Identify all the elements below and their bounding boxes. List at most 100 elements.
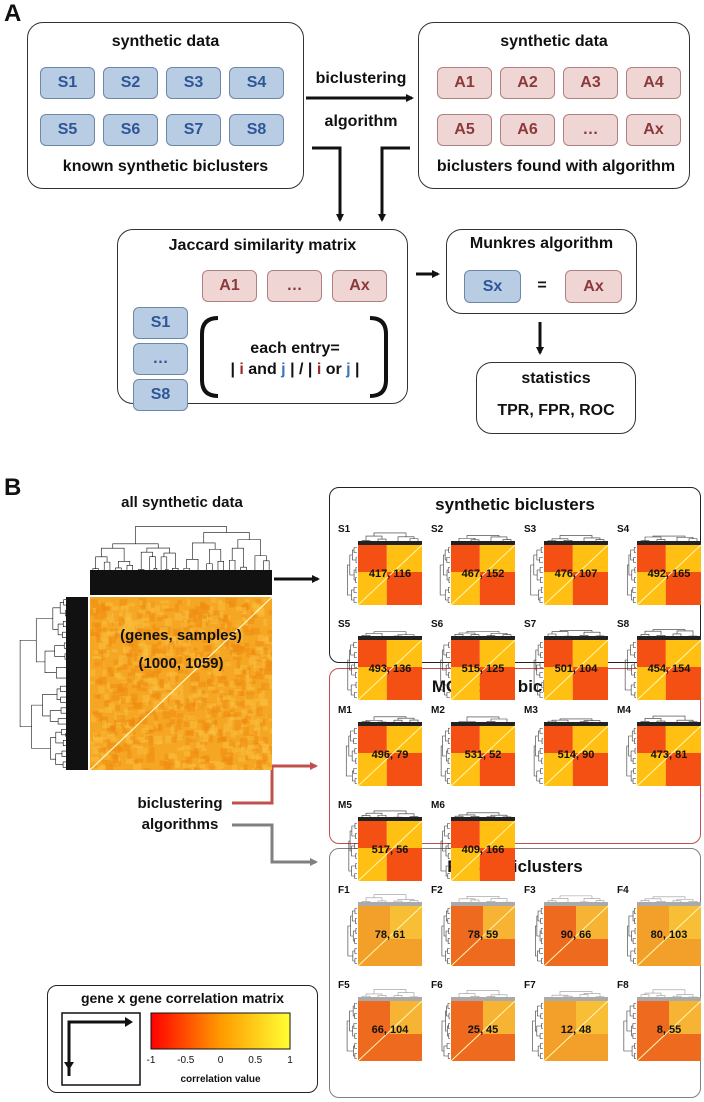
jaccard-top-chip-3: Ax <box>332 270 387 302</box>
panel-b-letter: B <box>4 474 22 501</box>
bicluster-id-s3: S3 <box>524 524 537 535</box>
legend-caption: correlation value <box>180 1074 261 1085</box>
main-heatmap-line1: (genes, samples) <box>120 627 242 644</box>
bicluster-id-m6: M6 <box>431 800 445 811</box>
bicluster-size-s3: 476, 107 <box>554 568 598 580</box>
jaccard-entry-line1: each entry= <box>250 340 340 357</box>
bicluster-size-f4: 80, 103 <box>650 929 688 941</box>
legend-tick-2: 0 <box>217 1055 224 1066</box>
found-chip-5: A5 <box>437 114 492 146</box>
bicluster-size-f5: 66, 104 <box>371 1024 409 1036</box>
jaccard-formula: | i and j | / | i or j | <box>205 361 385 379</box>
bicluster-size-s7: 501, 104 <box>554 663 598 675</box>
jaccard-left-chip-1: S1 <box>133 307 188 339</box>
bicluster-size-m4: 473, 81 <box>650 749 688 761</box>
synthetic-data-title: synthetic data <box>111 33 220 50</box>
synthetic-data-box <box>27 22 304 189</box>
left-bracket <box>200 316 219 398</box>
munkres-sx-chip: Sx <box>464 270 521 303</box>
legend-title: gene x gene correlation matrix <box>80 990 285 1006</box>
bicluster-id-f5: F5 <box>338 980 350 991</box>
bicluster-id-f6: F6 <box>431 980 443 991</box>
found-chip-3: A3 <box>563 67 618 99</box>
bicluster-size-s8: 454, 154 <box>647 663 691 675</box>
synthetic-biclusters-title: synthetic biclusters <box>435 495 595 514</box>
bicluster-id-m5: M5 <box>338 800 352 811</box>
formula-j-1: j <box>281 361 286 378</box>
bicluster-size-f1: 78, 61 <box>374 929 406 941</box>
legend-tick-1: -0.5 <box>177 1055 195 1066</box>
jaccard-left-chip-2: … <box>133 343 188 375</box>
munkres-equals: = <box>537 277 547 294</box>
algorithms-label-1: biclustering <box>137 795 223 812</box>
jaccard-top-chip-1: A1 <box>202 270 257 302</box>
bicluster-size-s6: 515, 125 <box>461 663 505 675</box>
synthetic-chip-7: S7 <box>166 114 221 146</box>
bicluster-size-s4: 492, 165 <box>647 568 691 580</box>
bicluster-id-s5: S5 <box>338 619 351 630</box>
bicluster-id-s6: S6 <box>431 619 444 630</box>
legend-tick-0: -1 <box>146 1055 156 1066</box>
found-biclusters-box <box>418 22 690 189</box>
found-chip-4: A4 <box>626 67 681 99</box>
bicluster-size-m6: 409, 166 <box>461 844 505 856</box>
synthetic-chip-8: S8 <box>229 114 284 146</box>
formula-j-2: j <box>346 361 351 378</box>
formula-i-1: i <box>239 361 244 378</box>
legend-tick-3: 0.5 <box>248 1055 263 1066</box>
algorithms-label-2: algorithms <box>141 816 219 833</box>
jaccard-title: Jaccard similarity matrix <box>168 237 357 254</box>
arrow-right-to-jaccard <box>378 146 410 222</box>
munkres-title: Munkres algorithm <box>469 235 614 252</box>
synthetic-chip-6: S6 <box>103 114 158 146</box>
bicluster-size-m1: 496, 79 <box>371 749 409 761</box>
bicluster-id-s1: S1 <box>338 524 351 535</box>
synthetic-chip-3: S3 <box>166 67 221 99</box>
bicluster-id-m1: M1 <box>338 705 352 716</box>
arrow-to-fabia <box>232 823 318 866</box>
bicluster-id-f1: F1 <box>338 885 350 896</box>
synthetic-chip-4: S4 <box>229 67 284 99</box>
bicluster-id-f7: F7 <box>524 980 536 991</box>
panel-a-letter: A <box>4 0 22 27</box>
bicluster-size-s5: 493, 136 <box>368 663 412 675</box>
statistics-title: statistics <box>521 370 591 387</box>
arrow-to-mcbiclust <box>232 762 318 805</box>
found-chip-7: … <box>563 114 618 146</box>
bicluster-size-m5: 517, 56 <box>371 844 409 856</box>
all-data-title: all synthetic data <box>121 494 243 511</box>
bicluster-id-f2: F2 <box>431 885 443 896</box>
synthetic-chip-5: S5 <box>40 114 95 146</box>
formula-bar-1: | <box>230 361 240 378</box>
found-chip-6: A6 <box>500 114 555 146</box>
legend-tick-4: 1 <box>287 1055 293 1066</box>
main-heatmap-line2: (1000, 1059) <box>138 655 224 672</box>
main-heatmap <box>90 597 272 770</box>
jaccard-left-chip-3: S8 <box>133 379 188 411</box>
formula-or: or <box>321 361 347 378</box>
bicluster-id-m2: M2 <box>431 705 445 716</box>
bicluster-size-f7: 12, 48 <box>560 1024 592 1036</box>
bicluster-id-s8: S8 <box>617 619 630 630</box>
bicluster-id-f3: F3 <box>524 885 536 896</box>
found-chip-1: A1 <box>437 67 492 99</box>
munkres-ax-chip: Ax <box>565 270 622 303</box>
known-biclusters-caption: known synthetic biclusters <box>62 158 269 175</box>
synthetic-chip-2: S2 <box>103 67 158 99</box>
found-biclusters-caption: biclusters found with algorithm <box>436 158 676 175</box>
arrow-left-to-jaccard <box>312 146 344 222</box>
bicluster-size-s1: 417, 116 <box>368 568 412 580</box>
jaccard-top-chip-2: … <box>267 270 322 302</box>
legend-matrix-axes <box>67 1020 128 1076</box>
bicluster-size-m3: 514, 90 <box>557 749 595 761</box>
formula-bar-2: | <box>350 361 360 378</box>
synthetic-chip-1: S1 <box>40 67 95 99</box>
color-scale-bar <box>150 1012 291 1050</box>
algorithm-label: algorithm <box>324 113 398 130</box>
bicluster-id-m3: M3 <box>524 705 538 716</box>
bicluster-size-m2: 531, 52 <box>464 749 502 761</box>
bicluster-size-f2: 78, 59 <box>467 929 499 941</box>
